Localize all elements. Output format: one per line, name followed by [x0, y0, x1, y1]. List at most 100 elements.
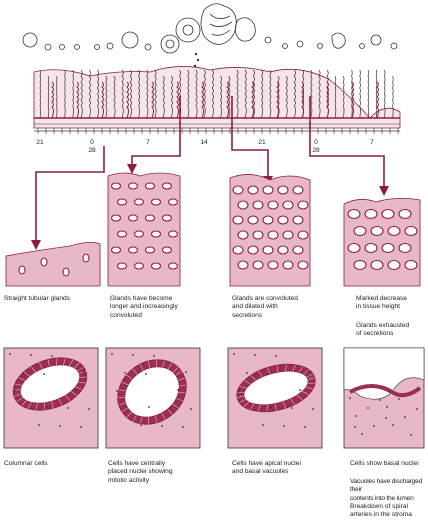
- stroma-nucleus: [153, 355, 155, 357]
- cell-border: [16, 397, 23, 402]
- cell-border: [56, 358, 58, 366]
- stage-2-cell-caption: Cells have centrally placed nuclei showi…: [108, 460, 173, 484]
- cell-border: [275, 403, 277, 411]
- cell-border: [168, 363, 173, 370]
- gland-lumen: [277, 245, 289, 255]
- stroma-nucleus: [254, 354, 256, 356]
- gland-lumen: [297, 230, 309, 240]
- gland-lumen: [364, 208, 378, 220]
- cell-border: [58, 398, 63, 406]
- gland-lumen: [282, 260, 294, 270]
- gland-lumen: [247, 215, 259, 225]
- band-gland: [318, 69, 321, 119]
- stroma-nucleus: [283, 425, 285, 427]
- cell-border: [13, 389, 21, 391]
- cell-border: [65, 395, 71, 401]
- follicle-icon: [282, 43, 288, 49]
- cell-border: [148, 417, 149, 425]
- gland-lumen: [370, 225, 384, 237]
- stage-arrowheads: [31, 164, 389, 250]
- spiral-artery: [351, 81, 354, 119]
- stroma-nucleus: [169, 407, 171, 409]
- band-gland: [121, 69, 124, 119]
- spiral-artery: [76, 81, 79, 119]
- gland-lumen: [237, 230, 249, 240]
- stroma-nucleus: [80, 426, 82, 428]
- cell-border: [74, 362, 80, 368]
- follicle-icon: [74, 44, 80, 50]
- cell-border: [302, 391, 309, 395]
- band-gland: [96, 69, 100, 119]
- follicle-icon: [160, 34, 180, 54]
- stroma-nucleus: [233, 353, 235, 355]
- band-gland: [310, 69, 313, 119]
- cell-border: [155, 415, 158, 423]
- gland-lumen: [161, 246, 173, 254]
- gland-lumen: [127, 246, 139, 254]
- cell-border: [35, 403, 38, 410]
- gland-lumen: [267, 230, 279, 240]
- spiral-artery: [301, 81, 304, 119]
- cell-border: [267, 367, 271, 375]
- cell-border: [117, 396, 125, 398]
- spiral-artery: [176, 81, 179, 119]
- gland-lumen: [282, 230, 294, 240]
- stroma-nucleus: [38, 424, 40, 426]
- axis-tick-bottom: 28: [312, 147, 320, 154]
- arrow-stage-4: [309, 96, 385, 190]
- gland-lumen: [161, 182, 173, 190]
- stroma-nucleus: [410, 434, 412, 436]
- cell-border: [303, 369, 310, 375]
- gland-lumen: [353, 225, 367, 237]
- spiral-artery: [151, 81, 154, 119]
- cell-border: [285, 364, 287, 372]
- gland-lumen: [40, 257, 48, 267]
- axis-tick-top: 14: [200, 139, 208, 146]
- gland-lumen: [133, 262, 145, 270]
- stroma-nucleus: [291, 407, 293, 409]
- gland-lumen: [381, 242, 395, 254]
- gland-lumen: [18, 265, 26, 275]
- cell-border: [266, 404, 268, 412]
- gland-lumen: [232, 215, 244, 225]
- cell-border: [132, 415, 137, 422]
- cell-border: [69, 359, 74, 366]
- stroma-nucleus: [386, 406, 388, 408]
- axis-tick-top: 21: [258, 139, 266, 146]
- gland-cross-section: [117, 359, 187, 425]
- stroma-nucleus: [145, 373, 147, 375]
- gland-lumen: [82, 253, 90, 263]
- band-gland: [285, 75, 288, 119]
- spiral-artery: [51, 81, 54, 119]
- stroma-nucleus: [59, 425, 61, 427]
- stroma-nucleus: [361, 433, 363, 435]
- band-gland: [64, 69, 66, 119]
- gland-lumen: [277, 215, 289, 225]
- stage-3-cell-caption: Cells have apical nuclei and basal vacuo…: [232, 460, 301, 476]
- stroma-nucleus: [182, 426, 184, 428]
- cell-border: [139, 364, 144, 371]
- axis-tick-top: 7: [370, 139, 374, 146]
- stroma-nucleus: [299, 389, 301, 391]
- follicle-icon: [106, 42, 114, 50]
- band-gland: [211, 69, 214, 119]
- cell-border: [257, 404, 261, 412]
- cell-border: [306, 373, 314, 378]
- stroma-nucleus: [367, 407, 369, 409]
- axis-tick-bottom: 28: [88, 147, 96, 154]
- band-gland: [195, 69, 198, 119]
- stroma-nucleus: [373, 425, 375, 427]
- arrowhead-icon: [31, 240, 41, 250]
- gland-lumen: [247, 245, 259, 255]
- gland-lumen: [150, 262, 162, 270]
- cell-border: [43, 402, 45, 410]
- cell-border: [161, 412, 166, 420]
- stroma-nucleus: [398, 398, 400, 400]
- spiral-artery: [276, 81, 279, 119]
- mature-follicle-icon: [175, 17, 201, 43]
- cell-border: [70, 391, 77, 396]
- band-gland: [105, 75, 108, 119]
- cell-border: [18, 377, 26, 381]
- stroma-nucleus: [312, 408, 314, 410]
